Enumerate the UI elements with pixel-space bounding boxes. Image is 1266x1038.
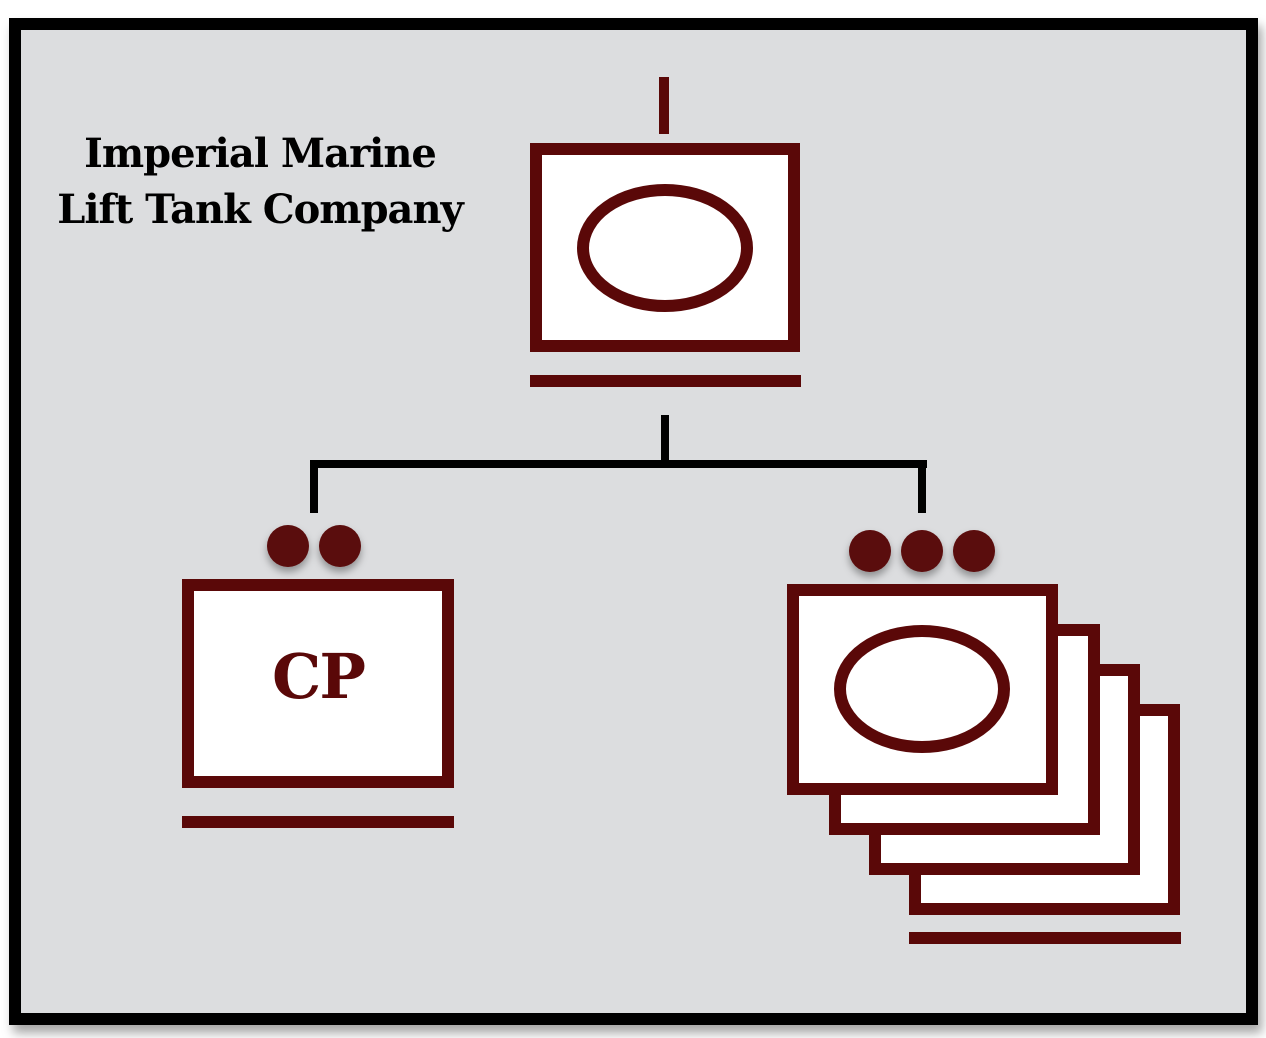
connector-drop-right bbox=[918, 460, 926, 513]
diagram-title: Imperial Marine Lift Tank Company bbox=[40, 126, 480, 238]
echelon-dot-icon bbox=[267, 525, 309, 567]
connector-lines bbox=[310, 415, 927, 513]
armor-oval-icon bbox=[577, 184, 753, 312]
command-post-frame bbox=[182, 579, 454, 788]
platoons-underline bbox=[909, 932, 1181, 944]
node-command-post[interactable] bbox=[182, 525, 454, 828]
connector-stem bbox=[661, 415, 669, 465]
connector-drop-left bbox=[310, 460, 318, 513]
echelon-dot-icon bbox=[953, 530, 995, 572]
command-post-underline bbox=[182, 816, 454, 828]
armor-oval-icon bbox=[834, 625, 1010, 753]
echelon-dot-icon bbox=[849, 530, 891, 572]
node-company[interactable] bbox=[530, 77, 801, 387]
title-line-1: Imperial Marine bbox=[84, 130, 437, 177]
echelon-dot-icon bbox=[319, 525, 361, 567]
title-line-2: Lift Tank Company bbox=[57, 186, 464, 233]
echelon-dot-icon bbox=[901, 530, 943, 572]
connector-bar bbox=[310, 460, 927, 468]
command-post-label: CP bbox=[272, 640, 366, 713]
company-echelon-tick bbox=[659, 77, 669, 134]
node-platoons[interactable] bbox=[787, 530, 1181, 944]
company-underline bbox=[530, 375, 801, 387]
